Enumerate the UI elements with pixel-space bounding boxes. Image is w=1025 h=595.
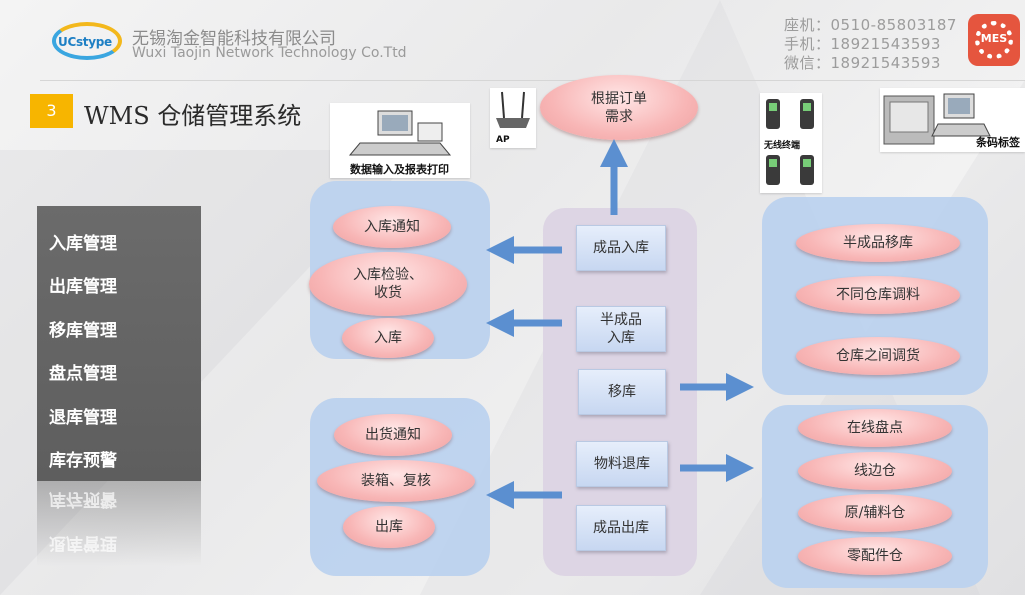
ap-caption: AP (496, 135, 510, 145)
barcode-caption: 条码标签 (976, 136, 1020, 149)
handheld-scanner-icon (766, 99, 814, 185)
contact-landline: 座机：0510-85803187 (784, 16, 957, 34)
order-demand-bubble: 根据订单 需求 (540, 75, 698, 140)
wireless-terminal-image: 无线终端 (760, 93, 822, 193)
gear-icon (975, 21, 1013, 59)
label-printer-icon (883, 93, 991, 145)
company-name-cn: 无锡淘金智能科技有限公司 (132, 29, 336, 49)
finished-goods-inbound-box: 成品入库 (576, 225, 666, 271)
inter-warehouse-transfer-pill: 仓库之间调货 (796, 337, 960, 375)
sidebar-reflection: 库存预警 退库管理 (37, 481, 201, 566)
inbound-pill: 入库 (342, 318, 434, 358)
semi-finished-transfer-pill: 半成品移库 (796, 224, 960, 262)
line-side-warehouse-pill: 线边仓 (798, 452, 952, 490)
logo-ring-icon (52, 22, 122, 60)
packing-review-pill: 装箱、复核 (317, 460, 475, 502)
shipment-notice-pill: 出货通知 (334, 414, 452, 456)
raw-material-warehouse-pill: 原/辅料仓 (798, 494, 952, 532)
sidebar-item-return[interactable]: 退库管理 (49, 408, 117, 428)
cross-warehouse-material-pill: 不同仓库调料 (796, 276, 960, 314)
computer-icon (348, 110, 452, 156)
sidebar-item-stocktake[interactable]: 盘点管理 (49, 364, 117, 384)
data-input-caption: 数据输入及报表打印 (350, 163, 449, 176)
spare-parts-warehouse-pill: 零配件仓 (798, 537, 952, 575)
contact-mobile: 手机：18921543593 (784, 35, 941, 53)
outbound-pill: 出库 (343, 506, 435, 548)
semi-finished-inbound-box: 半成品 入库 (576, 306, 666, 352)
wireless-caption: 无线终端 (764, 141, 801, 151)
sidebar-item-inbound[interactable]: 入库管理 (49, 234, 117, 254)
data-input-image: 数据输入及报表打印 (330, 103, 470, 178)
sidebar-item-transfer[interactable]: 移库管理 (49, 321, 117, 341)
finished-goods-outbound-box: 成品出库 (576, 505, 666, 551)
ap-image: AP (490, 88, 536, 148)
mes-badge: MES (968, 14, 1020, 66)
sidebar-menu: 入库管理 出库管理 移库管理 盘点管理 退库管理 库存预警 (37, 206, 201, 481)
transfer-box: 移库 (578, 369, 666, 415)
sidebar-item-outbound[interactable]: 出库管理 (49, 277, 117, 297)
contact-wechat: 微信：18921543593 (784, 54, 941, 72)
barcode-label-image: 条码标签 (880, 88, 1025, 152)
inbound-inspection-pill: 入库检验、 收货 (309, 252, 467, 316)
logo-text: UCstype (58, 35, 112, 49)
company-logo: UCstype (52, 22, 130, 62)
online-stocktake-pill: 在线盘点 (798, 409, 952, 447)
router-icon (496, 91, 530, 128)
company-name-en: Wuxi Taojin Network Technology Co.Ttd (132, 45, 407, 61)
section-number: 3 (30, 94, 73, 128)
header-divider (40, 80, 1025, 81)
inbound-notice-pill: 入库通知 (333, 206, 451, 248)
section-title: WMS 仓储管理系统 (84, 102, 302, 130)
sidebar-item-alert[interactable]: 库存预警 (49, 451, 117, 471)
mes-badge-label: MES (980, 32, 1008, 45)
material-return-box: 物料退库 (576, 441, 668, 487)
